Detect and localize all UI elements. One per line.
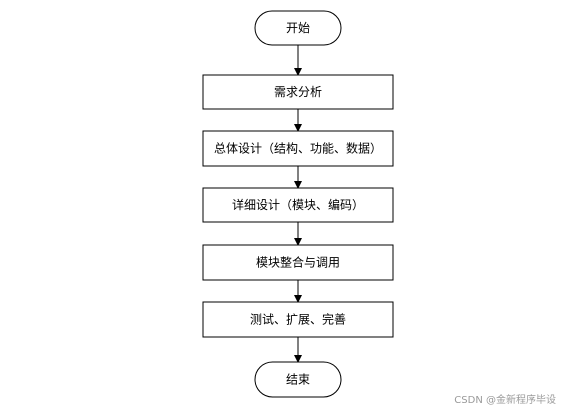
step-testing-label: 测试、扩展、完善 bbox=[250, 312, 346, 327]
step-module-integration-label: 模块整合与调用 bbox=[256, 255, 340, 270]
step-overall-design-label: 总体设计（结构、功能、数据） bbox=[214, 141, 382, 156]
step-requirements-analysis: 需求分析 bbox=[202, 74, 394, 110]
step-detailed-design: 详细设计（模块、编码） bbox=[202, 187, 394, 223]
end-node-label: 结束 bbox=[286, 373, 310, 387]
start-node: 开始 bbox=[254, 10, 342, 46]
step-requirements-analysis-label: 需求分析 bbox=[274, 85, 322, 99]
step-overall-design: 总体设计（结构、功能、数据） bbox=[202, 130, 394, 167]
step-detailed-design-label: 详细设计（模块、编码） bbox=[232, 197, 364, 212]
step-module-integration: 模块整合与调用 bbox=[202, 244, 394, 281]
step-testing: 测试、扩展、完善 bbox=[202, 301, 394, 338]
start-node-label: 开始 bbox=[286, 21, 310, 35]
watermark: CSDN @金新程序毕设 bbox=[454, 395, 556, 406]
end-node: 结束 bbox=[254, 361, 342, 398]
